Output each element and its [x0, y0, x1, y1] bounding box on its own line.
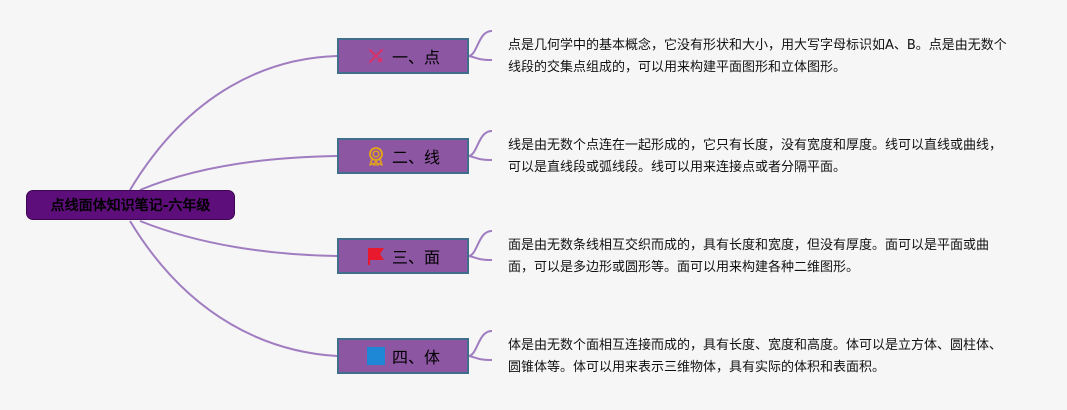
blue-square-icon [366, 346, 386, 366]
branch-label: 二、线 [391, 148, 440, 167]
connector-root-branch-3 [139, 220, 338, 257]
branch-topic-solid[interactable]: 四、体 [337, 338, 469, 374]
branch-topic-point[interactable]: 一、点 [337, 38, 469, 74]
note-bracket-2 [468, 130, 493, 161]
connector-root-branch-1 [129, 55, 338, 191]
branch-label: 一、点 [391, 48, 440, 67]
note-bracket-3 [468, 230, 493, 261]
red-flag-icon [366, 246, 386, 266]
branch-label: 三、面 [391, 248, 440, 267]
branch-topic-line[interactable]: 二、线 [337, 138, 469, 174]
connector-root-branch-4 [129, 220, 338, 357]
note-line: 线是由无数个点连在一起形成的，它只有长度，没有宽度和厚度。线可以直线或曲线，可以… [508, 138, 1003, 175]
ribbon-award-icon [366, 146, 386, 166]
note-point: 点是几何学中的基本概念，它没有形状和大小，用大写字母标识如A、B。点是由无数个线… [508, 38, 1007, 75]
note-bracket-1 [468, 30, 493, 61]
connector-root-branch-2 [139, 155, 338, 191]
note-surface: 面是由无数条线相互交织而成的，具有长度和宽度，但没有厚度。面可以是平面或曲面，可… [508, 238, 990, 275]
tools-icon [366, 46, 386, 66]
root-topic[interactable]: 点线面体知识笔记-六年级 [26, 190, 235, 220]
branch-topic-surface[interactable]: 三、面 [337, 238, 469, 274]
branch-label: 四、体 [391, 348, 440, 367]
note-solid: 体是由无数个面相互连接而成的，具有长度、宽度和高度。体可以是立方体、圆柱体、圆锥… [508, 338, 1003, 375]
note-bracket-4 [468, 330, 493, 361]
root-topic-title: 点线面体知识笔记-六年级 [50, 198, 211, 214]
